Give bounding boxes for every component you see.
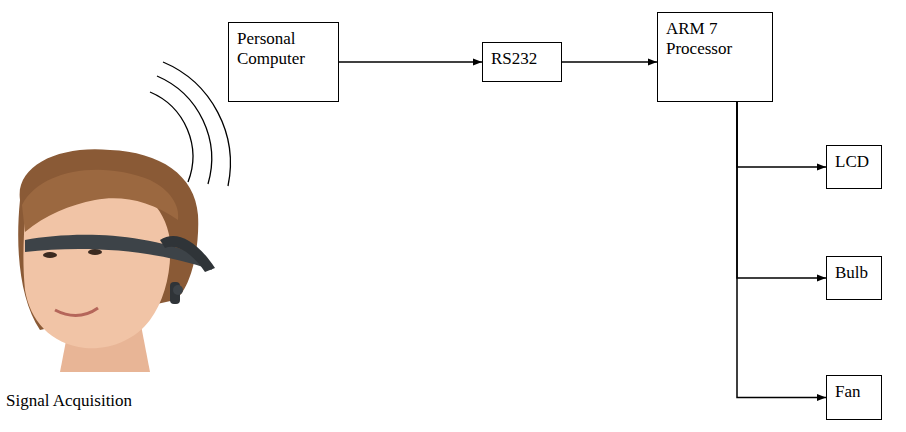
box-label: ARM 7 Processor [666,19,764,59]
headband-strap [160,236,215,272]
output-box: Fan [826,375,882,420]
arrow-connector [339,61,482,63]
arrow-connector [737,102,826,278]
box-label: Personal Computer [237,29,330,69]
output-box: Bulb [826,256,882,300]
box-label: Bulb [835,263,873,283]
caption-label: Signal Acquisition [6,391,132,411]
ear-sensor [173,285,183,295]
box-label: Fan [835,382,873,402]
box-label: LCD [835,152,873,172]
processor-box: ARM 7 Processor [657,12,773,102]
eye [43,252,57,258]
eye [88,249,102,255]
arrow-connector [737,102,826,167]
arrow-connector [562,61,657,63]
hair-fringe [22,170,178,232]
arrow-connector [737,102,826,398]
process-box: Personal Computer [228,22,339,102]
interface-box: RS232 [482,42,562,82]
mouth [55,308,98,316]
box-label: RS232 [491,49,553,69]
output-box: LCD [826,145,882,189]
